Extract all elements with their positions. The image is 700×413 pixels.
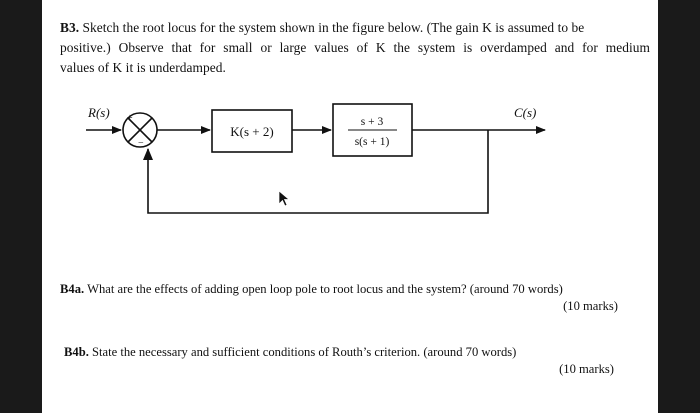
question-b3-line-3: values of K it is underdamped. xyxy=(60,60,226,75)
plant-numerator: s + 3 xyxy=(361,116,384,128)
summing-junction-cross xyxy=(127,117,153,143)
question-b3-line-1: B3. Sketch the root locus for the system… xyxy=(60,18,650,38)
feedback-arrowhead xyxy=(143,148,153,160)
block-diagram: R(s) C(s) + − K(s + 2) s + 3 s(s + 1) xyxy=(86,103,546,214)
question-b4a-label: B4a. xyxy=(60,282,85,296)
question-b4b: B4b. State the necessary and sufficient … xyxy=(64,345,516,360)
question-b4b-label: B4b. xyxy=(64,345,89,359)
question-b4a: B4a. What are the effects of adding open… xyxy=(60,282,563,297)
plant-denominator: s(s + 1) xyxy=(355,136,390,148)
question-b3-text-1: Sketch the root locus for the system sho… xyxy=(82,20,585,35)
controller-block xyxy=(211,109,293,153)
question-b3-label: B3. xyxy=(60,20,80,35)
question-b4b-text: State the necessary and sufficient condi… xyxy=(92,345,517,359)
controller-transfer-function: K(s + 2) xyxy=(230,124,273,139)
question-b4a-marks: (10 marks) xyxy=(563,299,618,313)
summing-minus-sign: − xyxy=(138,138,144,149)
question-b3-line-2: positive.) Observe that for small or lar… xyxy=(60,40,650,55)
question-b3: B3. Sketch the root locus for the system… xyxy=(60,18,650,78)
question-b4a-text: What are the effects of adding open loop… xyxy=(87,282,563,296)
exam-page: B3. Sketch the root locus for the system… xyxy=(42,0,658,413)
output-label: C(s) xyxy=(514,105,536,120)
question-b4b-marks: (10 marks) xyxy=(559,362,614,376)
summing-plus-sign: + xyxy=(127,113,133,124)
feedback-path xyxy=(147,130,489,214)
input-label: R(s) xyxy=(87,105,110,120)
mouse-cursor-icon xyxy=(278,190,290,207)
